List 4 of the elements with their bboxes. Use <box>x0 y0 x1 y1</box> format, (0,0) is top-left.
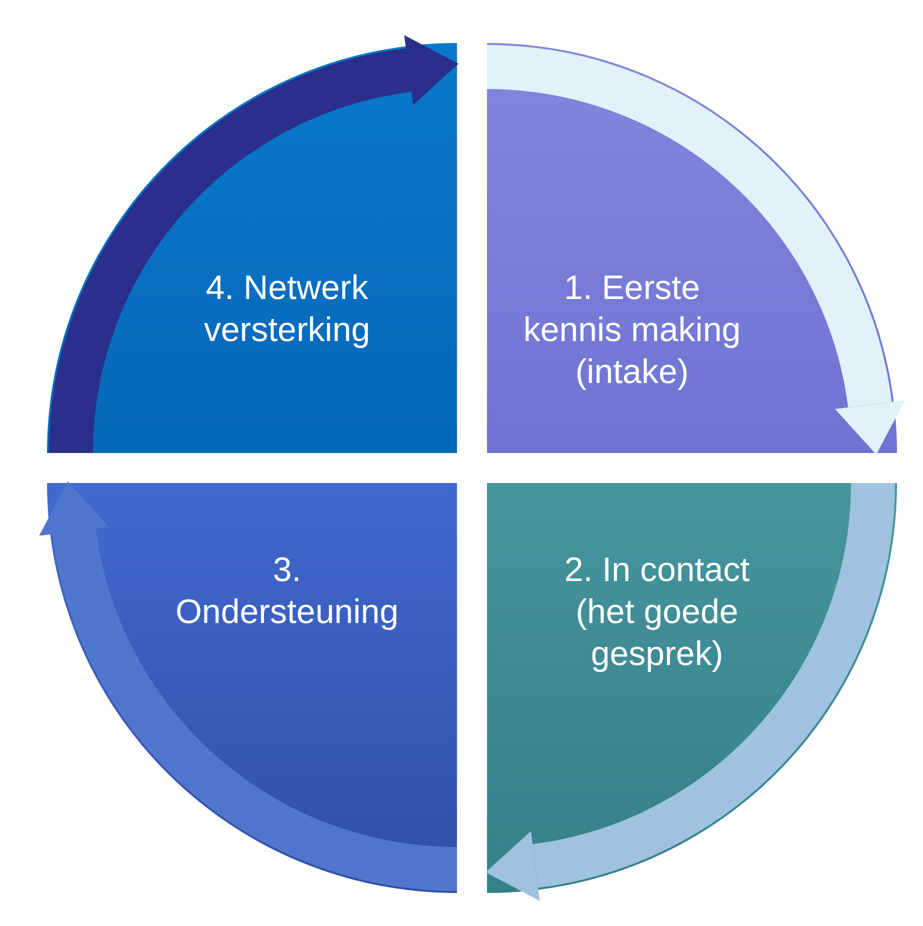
segment-label: 2. In contact (het goede gesprek) <box>563 550 751 675</box>
segment-label: 3. Ondersteuning <box>174 550 400 633</box>
segment-label: 4. Netwerk versterking <box>202 268 372 351</box>
segment-label: 1. Eerste kennis making (intake) <box>522 268 742 393</box>
